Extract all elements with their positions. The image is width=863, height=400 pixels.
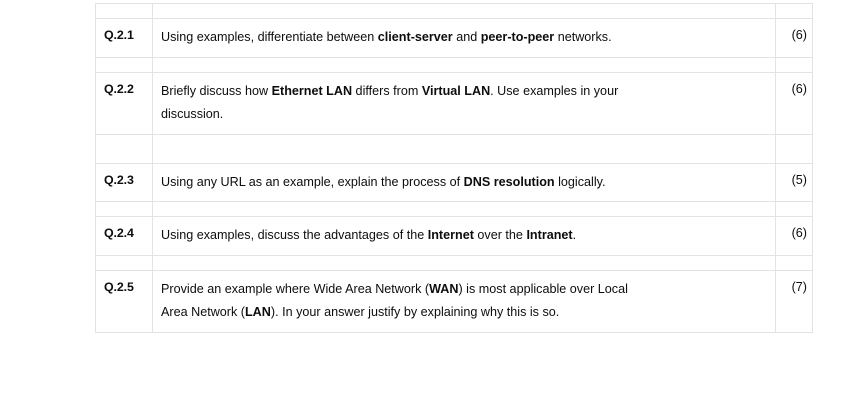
table-spacer-row xyxy=(95,3,813,19)
spacer-cell xyxy=(775,201,813,217)
text-run: Using examples, discuss the advantages o… xyxy=(161,228,428,242)
spacer-filler xyxy=(776,4,812,18)
spacer-filler xyxy=(776,256,812,270)
spacer-filler xyxy=(96,202,152,216)
spacer-cell xyxy=(95,3,153,19)
question-table-body: Q.2.1 Using examples, differentiate betwe… xyxy=(95,3,813,333)
emphasised-term: client-server xyxy=(377,30,453,44)
question-text-line: Area Network (LAN). In your answer justi… xyxy=(161,301,769,325)
spacer-filler xyxy=(96,4,152,18)
spacer-cell xyxy=(95,254,153,271)
spacer-cell xyxy=(775,133,813,164)
emphasised-term: Ethernet LAN xyxy=(271,83,353,98)
text-run: discussion. xyxy=(161,107,224,121)
question-number: Q.2.5 xyxy=(95,269,153,333)
spacer-cell xyxy=(152,133,776,164)
text-run: Using examples, differentiate between xyxy=(161,30,378,44)
spacer-cell xyxy=(95,56,153,73)
question-number: Q.2.4 xyxy=(95,216,153,256)
text-run: over the xyxy=(473,228,527,242)
text-run: . Use examples in your xyxy=(490,83,619,98)
spacer-filler xyxy=(776,135,812,163)
question-number: Q.2.3 xyxy=(95,162,153,202)
table-row: Q.2.1 Using examples, differentiate betwe… xyxy=(95,18,813,58)
spacer-filler xyxy=(96,58,152,72)
spacer-filler xyxy=(153,4,775,18)
spacer-filler xyxy=(153,202,775,216)
emphasised-term: WAN xyxy=(429,281,459,296)
spacer-filler xyxy=(153,256,775,270)
text-run: networks. xyxy=(554,30,612,44)
marks-allocation: (6) xyxy=(775,216,813,256)
marks-allocation: (6) xyxy=(775,18,813,58)
marks-allocation: (7) xyxy=(775,269,813,333)
question-number: Q.2.2 xyxy=(95,71,153,135)
spacer-cell xyxy=(152,201,776,217)
emphasised-term: peer-to-peer xyxy=(480,30,555,44)
text-run: Provide an example where Wide Area Netwo… xyxy=(161,281,430,296)
emphasised-term: Internet xyxy=(427,228,474,242)
table-row: Q.2.5 Provide an example where Wide Area … xyxy=(95,269,813,333)
question-text: Using examples, differentiate between cl… xyxy=(152,18,776,58)
question-text-line: Using examples, differentiate between cl… xyxy=(161,26,769,50)
spacer-cell xyxy=(775,254,813,271)
spacer-filler xyxy=(776,58,812,72)
table-row: Q.2.4 Using examples, discuss the advanta… xyxy=(95,216,813,256)
text-run: ). In your answer justify by explaining … xyxy=(270,305,560,319)
text-run: Briefly discuss how xyxy=(161,83,272,98)
question-text: Briefly discuss how Ethernet LAN differs… xyxy=(152,71,776,135)
spacer-cell xyxy=(152,254,776,271)
table-row: Q.2.3 Using any URL as an example, explai… xyxy=(95,162,813,202)
question-text-line: Using any URL as an example, explain the… xyxy=(161,171,769,195)
spacer-cell xyxy=(95,133,153,164)
emphasised-term: Virtual LAN xyxy=(421,83,491,98)
spacer-cell xyxy=(775,3,813,19)
question-text-line: discussion. xyxy=(161,103,769,127)
table-spacer-row xyxy=(95,133,813,164)
table-spacer-row xyxy=(95,201,813,217)
text-run: . xyxy=(572,228,577,242)
emphasised-term: LAN xyxy=(244,305,271,319)
spacer-cell xyxy=(152,56,776,73)
emphasised-term: Intranet xyxy=(526,228,573,242)
emphasised-term: DNS resolution xyxy=(463,174,555,189)
text-run: and xyxy=(452,30,481,44)
text-run: Area Network ( xyxy=(161,305,245,319)
spacer-cell xyxy=(95,201,153,217)
spacer-cell xyxy=(775,56,813,73)
spacer-filler xyxy=(96,135,152,163)
table-row: Q.2.2 Briefly discuss how Ethernet LAN di… xyxy=(95,71,813,135)
table-spacer-row xyxy=(95,254,813,271)
marks-allocation: (6) xyxy=(775,71,813,135)
spacer-cell xyxy=(152,3,776,19)
spacer-filler xyxy=(153,135,775,163)
spacer-filler xyxy=(96,256,152,270)
text-run: Using any URL as an example, explain the… xyxy=(161,174,464,189)
question-text-line: Provide an example where Wide Area Netwo… xyxy=(161,278,769,302)
question-text: Using any URL as an example, explain the… xyxy=(152,162,776,202)
question-text: Using examples, discuss the advantages o… xyxy=(152,216,776,256)
text-run: ) is most applicable over Local xyxy=(458,281,628,296)
question-number: Q.2.1 xyxy=(95,18,153,58)
text-run: logically. xyxy=(554,174,606,189)
marks-allocation: (5) xyxy=(775,162,813,202)
text-run: differs from xyxy=(352,83,422,98)
spacer-filler xyxy=(776,202,812,216)
question-text-line: Using examples, discuss the advantages o… xyxy=(161,224,769,248)
table-spacer-row xyxy=(95,56,813,73)
question-text: Provide an example where Wide Area Netwo… xyxy=(152,269,776,333)
spacer-filler xyxy=(153,58,775,72)
question-text-line: Briefly discuss how Ethernet LAN differs… xyxy=(161,80,769,104)
question-table: Q.2.1 Using examples, differentiate betwe… xyxy=(95,3,813,333)
